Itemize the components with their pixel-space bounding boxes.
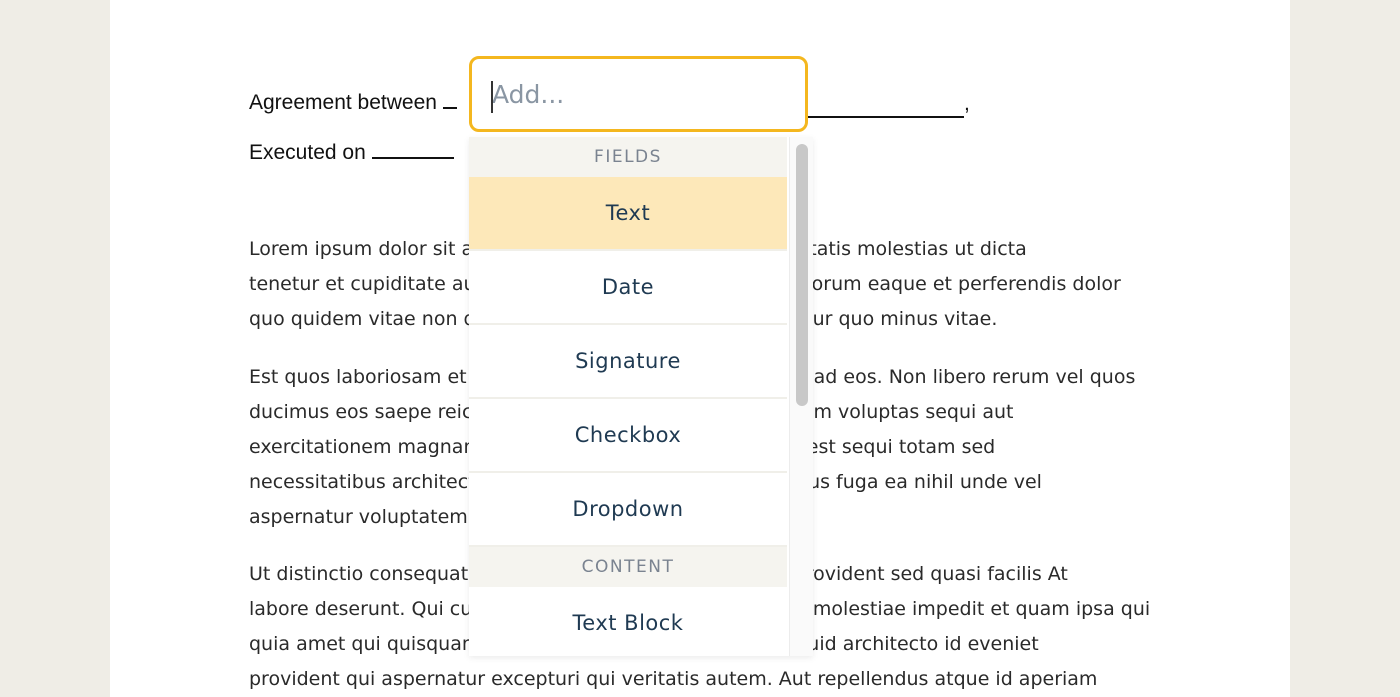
menu-item-dropdown[interactable]: Dropdown (469, 473, 787, 547)
paragraph-line: provident qui aspernatur excepturi qui v… (249, 668, 1098, 690)
executed-line: Executed on (249, 139, 454, 165)
executed-date-blank[interactable] (371, 139, 454, 159)
menu-scrollbar-thumb[interactable] (796, 144, 808, 406)
menu-item-signature[interactable]: Signature (469, 325, 787, 399)
agreement-label: Agreement between (249, 91, 437, 114)
text-caret (491, 81, 493, 113)
section-header-fields: FIELDS (469, 137, 787, 177)
menu-item-text[interactable]: Text (469, 177, 787, 251)
executed-label: Executed on (249, 141, 366, 164)
section-header-content: CONTENT (469, 547, 787, 587)
agreement-comma: , (964, 92, 970, 115)
menu-item-date[interactable]: Date (469, 251, 787, 325)
agreement-second-party-blank[interactable] (800, 100, 964, 118)
menu-item-text-block[interactable]: Text Block (469, 587, 787, 656)
add-field-popup: FIELDS Text Date Signature Checkbox Drop… (469, 56, 814, 656)
agreement-party-blank[interactable] (442, 89, 457, 109)
paragraph-line: aspernatur voluptatem amet. (249, 506, 530, 528)
add-search-input[interactable] (469, 56, 808, 132)
menu-scrollbar[interactable] (789, 137, 813, 656)
menu-item-checkbox[interactable]: Checkbox (469, 399, 787, 473)
add-menu-dropdown: FIELDS Text Date Signature Checkbox Drop… (469, 137, 813, 656)
agreement-line: Agreement between (249, 89, 457, 115)
add-menu-list: FIELDS Text Date Signature Checkbox Drop… (469, 137, 787, 656)
